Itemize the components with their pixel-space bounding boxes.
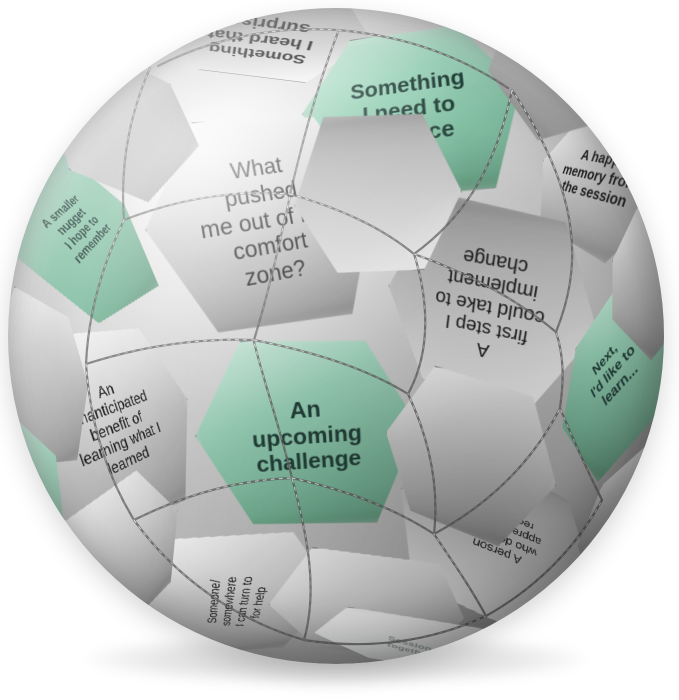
- panel-line: An: [288, 395, 322, 424]
- panel-an-upcoming-challenge[interactable]: An upcoming challenge: [184, 329, 419, 535]
- reflection-ball[interactable]: Something I heard that surprised me Some…: [8, 8, 664, 664]
- panel-line: A: [475, 338, 491, 361]
